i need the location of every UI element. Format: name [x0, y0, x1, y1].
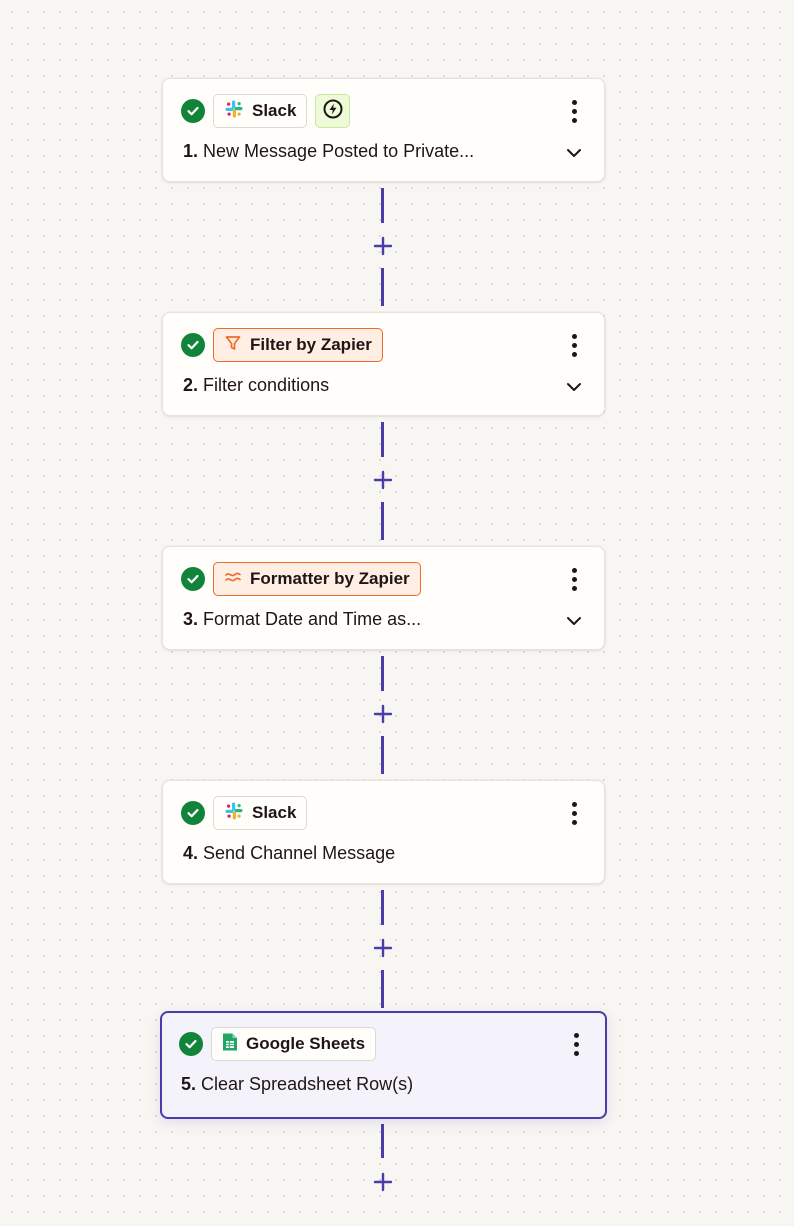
step-menu-button[interactable]	[562, 565, 586, 593]
check-circle-icon	[181, 567, 205, 591]
google-sheets-icon	[222, 1032, 238, 1057]
chevron-down-icon[interactable]	[564, 145, 584, 161]
connector-line	[381, 970, 384, 1008]
app-name: Slack	[252, 101, 297, 120]
slack-icon	[224, 99, 244, 124]
step-title: 5. Clear Spreadsheet Row(s)	[181, 1074, 413, 1095]
check-circle-icon	[179, 1032, 203, 1056]
step-menu-button[interactable]	[562, 97, 586, 125]
add-step-button[interactable]	[371, 468, 395, 492]
lightning-bolt-icon	[322, 98, 344, 125]
connector-line	[381, 502, 384, 540]
connector-line	[381, 736, 384, 774]
app-chip-slack[interactable]: Slack	[213, 796, 308, 830]
step-number: 1.	[183, 141, 199, 161]
add-step-button[interactable]	[371, 1170, 395, 1194]
formatter-icon	[224, 568, 242, 591]
step-menu-button[interactable]	[562, 331, 586, 359]
step-card-3[interactable]: Formatter by Zapier 3. Format Date and T…	[162, 546, 605, 650]
slack-icon	[224, 801, 244, 826]
check-circle-icon	[181, 333, 205, 357]
chevron-down-icon[interactable]	[564, 613, 584, 629]
step-number: 4.	[183, 843, 199, 863]
connector-line	[381, 656, 384, 691]
app-name: Slack	[252, 803, 297, 822]
app-name: Formatter by Zapier	[250, 569, 410, 588]
step-card-4[interactable]: Slack 4. Send Channel Message	[162, 780, 605, 884]
step-action: Filter conditions	[203, 375, 330, 395]
add-step-button[interactable]	[371, 234, 395, 258]
app-chip-filter[interactable]: Filter by Zapier	[213, 328, 383, 362]
connector-line	[381, 890, 384, 925]
app-chip-google-sheets[interactable]: Google Sheets	[211, 1027, 377, 1061]
step-number: 2.	[183, 375, 199, 395]
connector-line	[381, 268, 384, 306]
app-chip-formatter[interactable]: Formatter by Zapier	[213, 562, 421, 596]
check-circle-icon	[181, 99, 205, 123]
add-step-button[interactable]	[371, 936, 395, 960]
connector-line	[381, 1124, 384, 1158]
step-title: 4. Send Channel Message	[183, 843, 395, 864]
check-circle-icon	[181, 801, 205, 825]
step-title: 2. Filter conditions	[183, 375, 329, 396]
step-menu-button[interactable]	[564, 1030, 588, 1058]
connector-line	[381, 188, 384, 223]
step-action: Format Date and Time as...	[203, 609, 422, 629]
add-step-button[interactable]	[371, 702, 395, 726]
step-action: Send Channel Message	[203, 843, 396, 863]
step-title: 3. Format Date and Time as...	[183, 609, 421, 630]
step-card-5[interactable]: Google Sheets 5. Clear Spreadsheet Row(s…	[160, 1011, 607, 1119]
connector-line	[381, 422, 384, 457]
chevron-down-icon[interactable]	[564, 379, 584, 395]
app-name: Filter by Zapier	[250, 335, 372, 354]
app-chip-slack[interactable]: Slack	[213, 94, 308, 128]
step-card-2[interactable]: Filter by Zapier 2. Filter conditions	[162, 312, 605, 416]
step-number: 5.	[181, 1074, 197, 1094]
trigger-badge	[315, 94, 350, 128]
step-menu-button[interactable]	[562, 799, 586, 827]
app-name: Google Sheets	[246, 1034, 366, 1053]
step-title: 1. New Message Posted to Private...	[183, 141, 474, 162]
step-card-1[interactable]: Slack 1. New Message Posted to Private..…	[162, 78, 605, 182]
step-action: New Message Posted to Private...	[203, 141, 475, 161]
step-number: 3.	[183, 609, 199, 629]
step-action: Clear Spreadsheet Row(s)	[201, 1074, 414, 1094]
filter-icon	[224, 334, 242, 357]
